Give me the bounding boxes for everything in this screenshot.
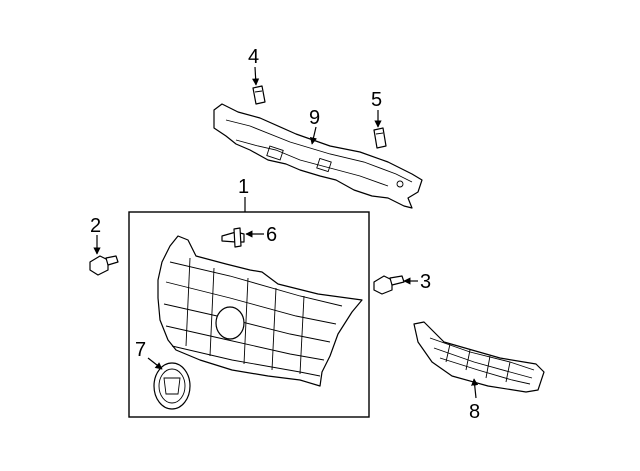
part-3-bolt bbox=[373, 275, 405, 295]
leader-lines bbox=[93, 66, 479, 399]
part-1-grille bbox=[157, 235, 363, 387]
callout-5: 5 bbox=[371, 89, 382, 111]
part-5-clip bbox=[373, 127, 387, 149]
part-6-push-pin bbox=[221, 227, 245, 248]
callout-8: 8 bbox=[469, 401, 480, 423]
part-4-clip bbox=[252, 85, 266, 105]
part-2-bolt bbox=[89, 255, 119, 276]
callout-6: 6 bbox=[266, 224, 277, 246]
callout-3: 3 bbox=[420, 271, 431, 293]
part-9-support-bracket bbox=[213, 103, 423, 209]
callout-2: 2 bbox=[90, 215, 101, 237]
callout-9: 9 bbox=[309, 107, 320, 129]
part-8-lower-grille bbox=[413, 321, 545, 393]
assembly-1-frame bbox=[128, 211, 370, 418]
callout-4: 4 bbox=[248, 46, 259, 68]
callout-7: 7 bbox=[135, 339, 146, 361]
callout-1: 1 bbox=[238, 176, 249, 198]
part-7-emblem bbox=[153, 362, 191, 410]
